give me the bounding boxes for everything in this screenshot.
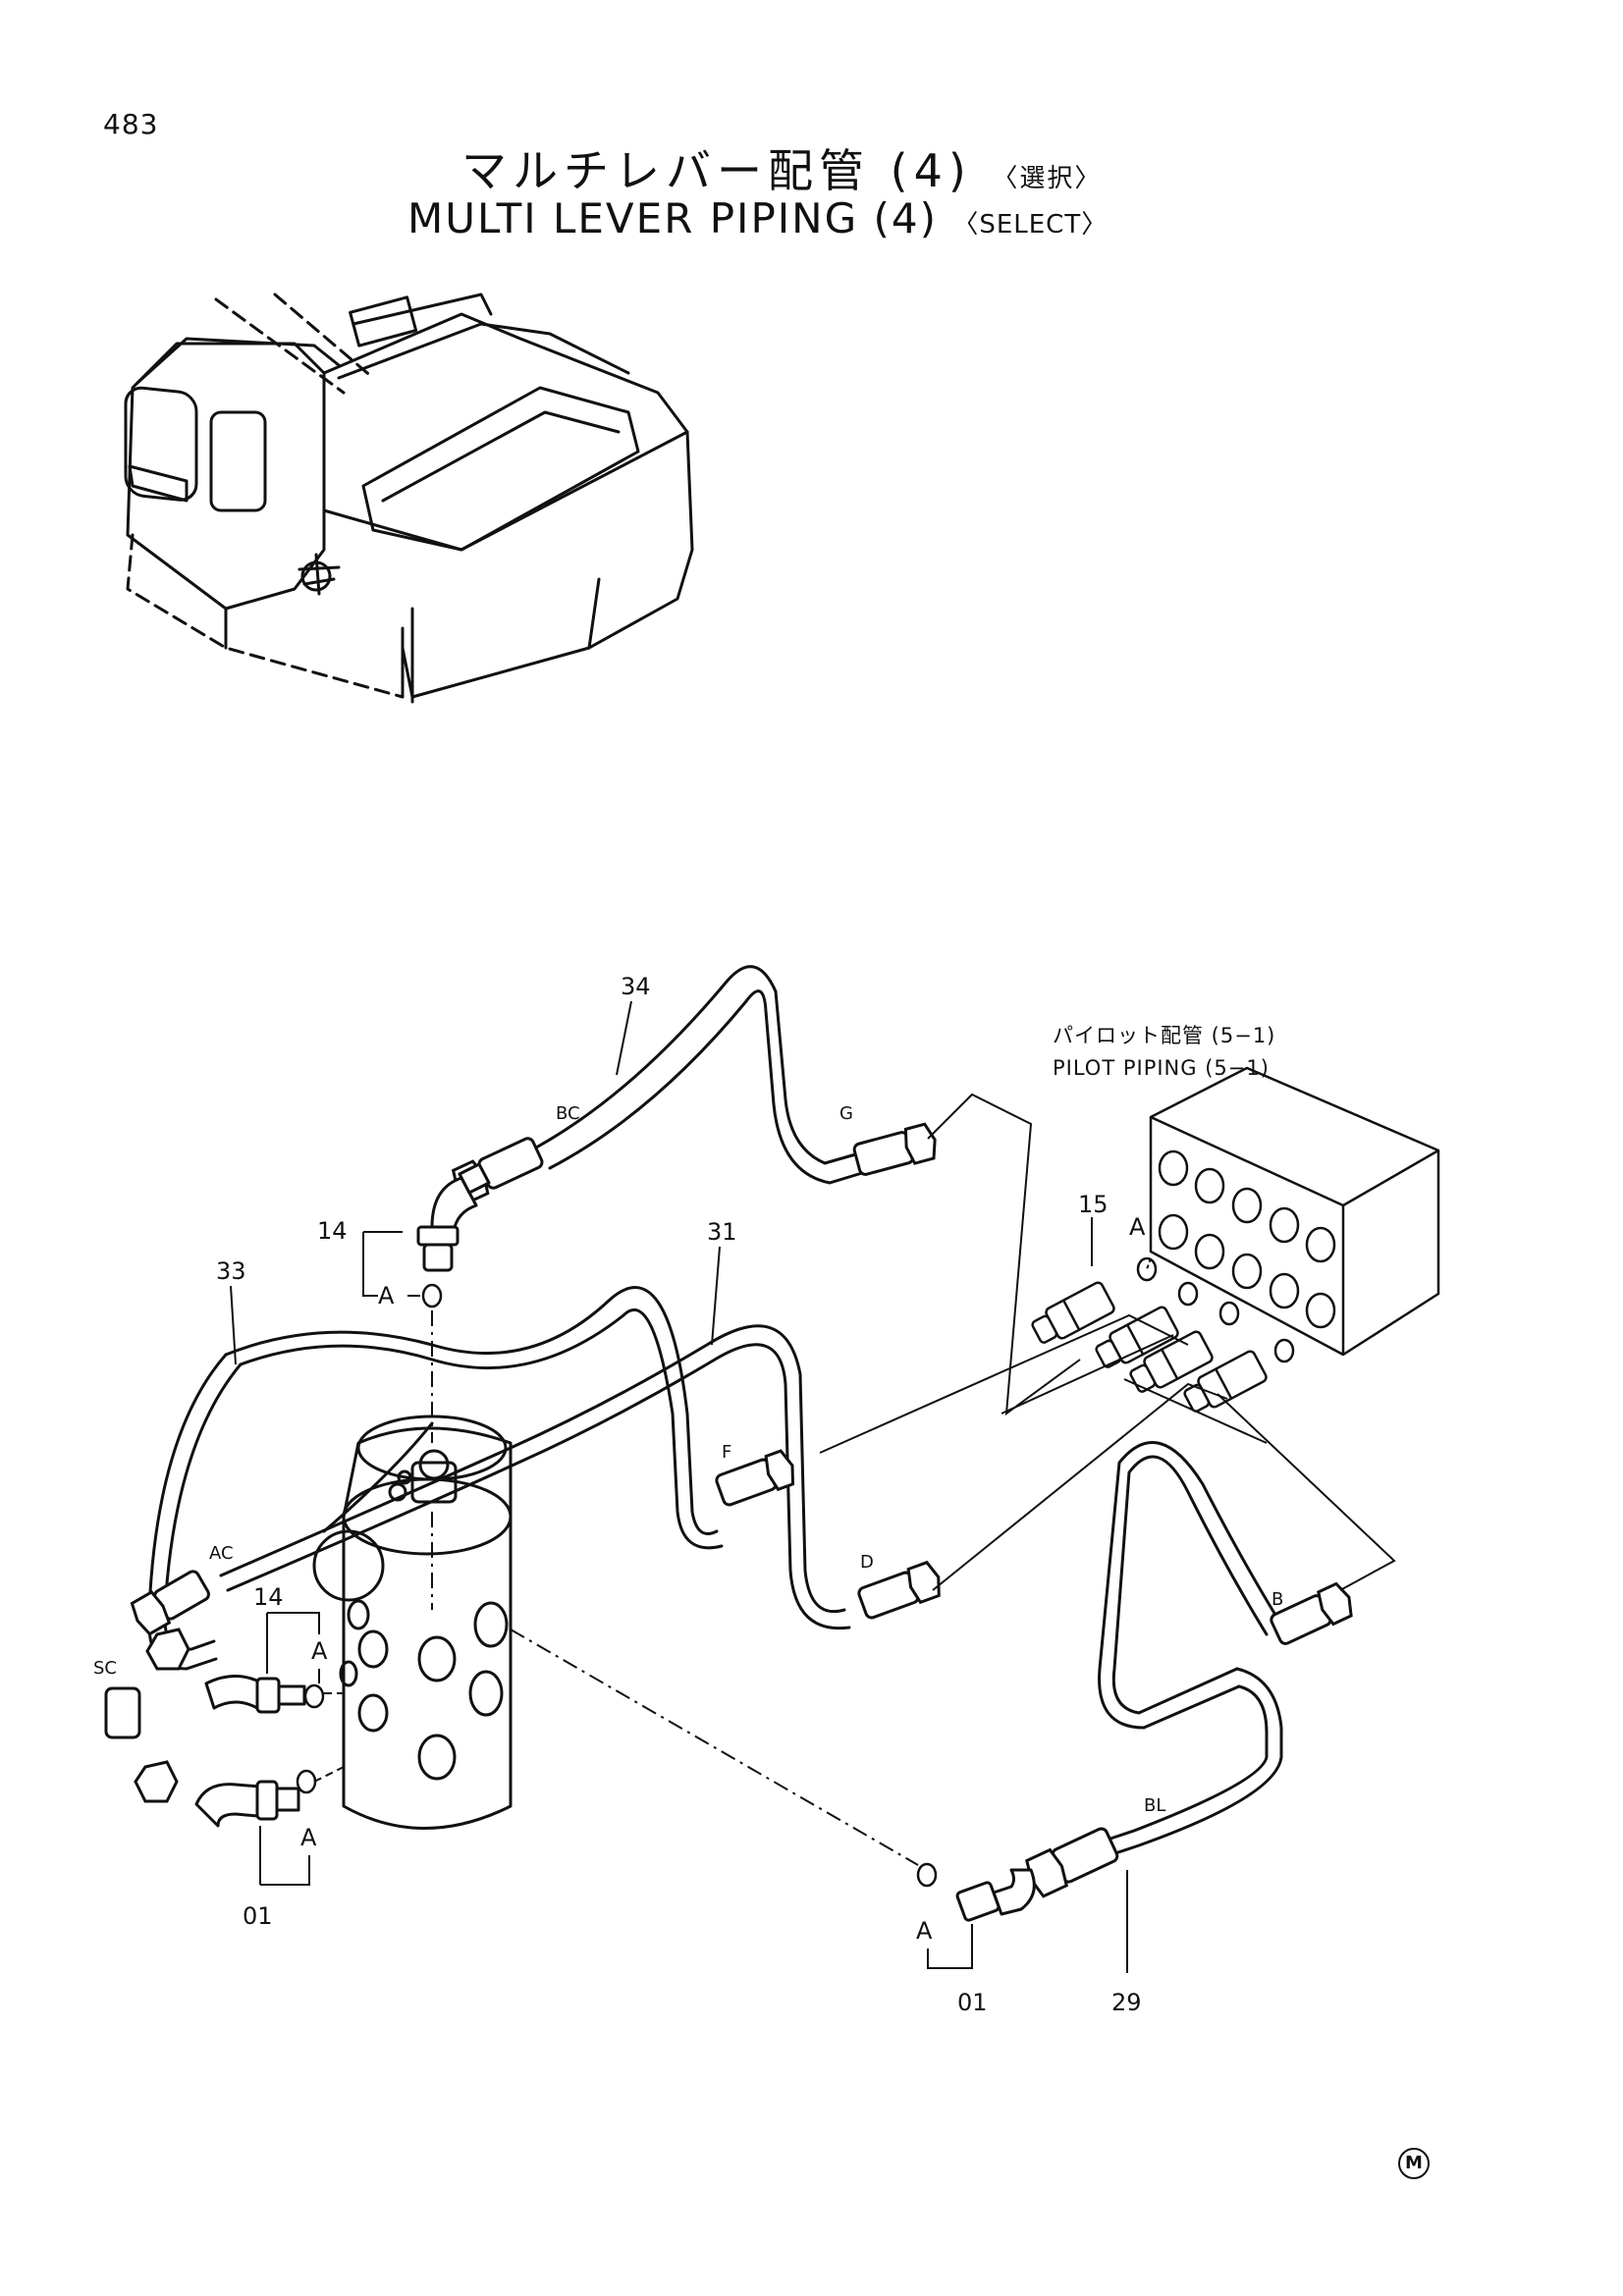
label-a-block: A <box>1129 1213 1146 1241</box>
title-japanese: マルチレバー配管 (4) 〈選択〉 <box>461 135 1102 200</box>
part-15: 15 <box>1078 1191 1109 1218</box>
label-ac: AC <box>209 1543 234 1564</box>
o-ring-left <box>296 1769 317 1794</box>
fitting-b <box>1270 1581 1353 1645</box>
fitting-sc <box>104 1628 190 1803</box>
part-33: 33 <box>216 1257 246 1285</box>
hose-34 <box>451 965 864 1204</box>
label-a-top: A <box>378 1282 395 1309</box>
label-sc: SC <box>93 1658 117 1679</box>
page-number: 483 <box>103 108 159 140</box>
title-jp-text: マルチレバー配管 (4) <box>461 144 972 197</box>
fitting-ac <box>130 1570 210 1636</box>
part-31: 31 <box>707 1218 737 1246</box>
title-en-text: MULTI LEVER PIPING (4) <box>407 194 938 242</box>
label-d: D <box>860 1552 874 1573</box>
fitting-f <box>715 1449 795 1507</box>
reference-en: PILOT PIPING (5−1) <box>1053 1056 1270 1080</box>
hose-33 <box>147 1286 724 1671</box>
elbow-14-mid <box>204 1675 306 1714</box>
reference-jp: パイロット配管 (5−1) <box>1053 1024 1275 1047</box>
label-b: B <box>1271 1589 1283 1610</box>
part-14-mid: 14 <box>253 1583 284 1611</box>
elbow-14-top <box>416 1162 491 1272</box>
title-en-select: 〈SELECT〉 <box>952 210 1109 240</box>
hose-29 <box>1098 1441 1283 1857</box>
o-ring-mid <box>303 1683 325 1709</box>
label-bl: BL <box>1144 1795 1165 1816</box>
hose-31 <box>219 1324 851 1630</box>
o-ring-right <box>916 1862 938 1888</box>
pilot-valve-block <box>1149 1066 1440 1357</box>
part-01-left: 01 <box>243 1902 273 1930</box>
elbow-01-right <box>955 1868 1036 1922</box>
title-jp-select: 〈選択〉 <box>992 164 1103 193</box>
excavator-overview <box>124 293 694 704</box>
title-english: MULTI LEVER PIPING (4) 〈SELECT〉 <box>407 194 1108 242</box>
part-34: 34 <box>621 973 651 1000</box>
label-a-right: A <box>916 1917 933 1945</box>
part-01-right: 01 <box>957 1989 988 2016</box>
part-14-top: 14 <box>317 1217 348 1245</box>
adapter-group-15 <box>1031 1281 1268 1413</box>
fitting-d <box>857 1560 941 1620</box>
multi-lever-valve <box>312 1415 513 1830</box>
o-ring-top <box>421 1283 443 1308</box>
leader-lines <box>230 1000 1396 1973</box>
fitting-g <box>852 1122 937 1176</box>
fitting-bl <box>1025 1827 1119 1898</box>
label-bc: BC <box>556 1103 580 1124</box>
part-29: 29 <box>1111 1989 1142 2016</box>
elbow-01-left <box>194 1780 300 1828</box>
label-a-left: A <box>300 1824 317 1851</box>
label-a-mid: A <box>311 1637 328 1665</box>
label-f: F <box>722 1442 731 1463</box>
label-g: G <box>839 1103 853 1124</box>
corner-marker: M <box>1398 2148 1430 2179</box>
